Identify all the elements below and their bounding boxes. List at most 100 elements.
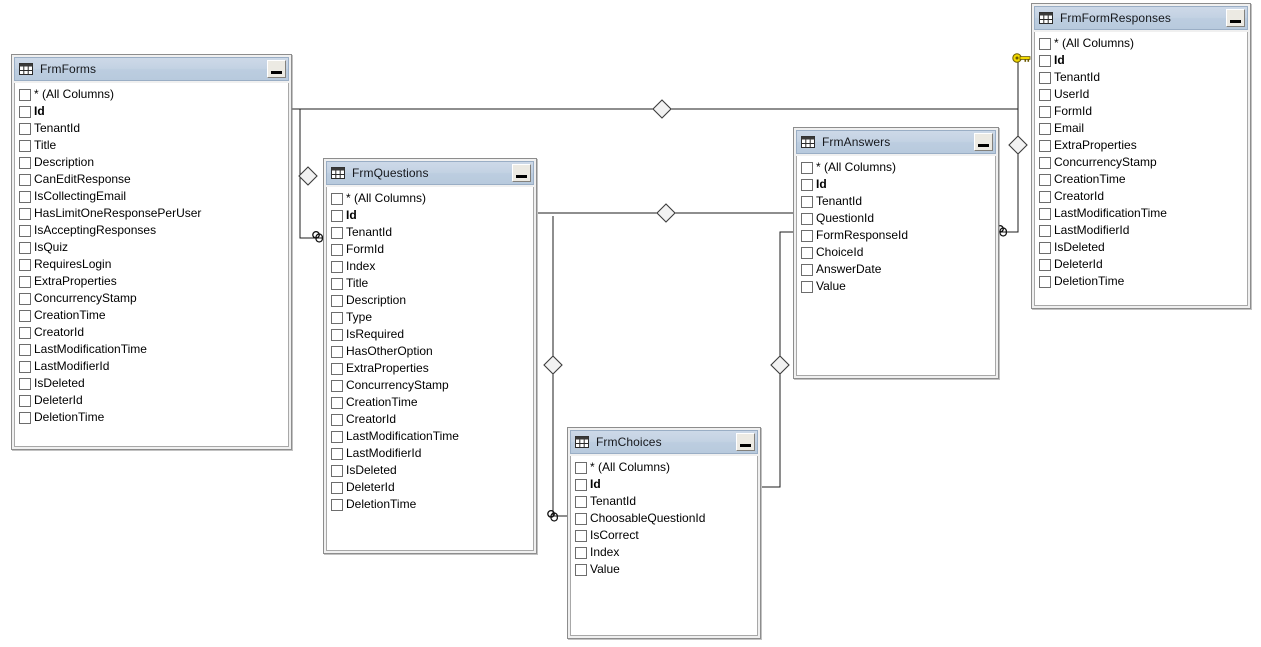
column-row[interactable]: TenantId [575,493,755,510]
column-row[interactable]: Id [19,103,286,120]
column-checkbox[interactable] [1039,71,1051,84]
column-checkbox[interactable] [1039,224,1051,237]
column-row[interactable]: DeletionTime [19,409,286,426]
column-checkbox[interactable] [19,207,31,220]
column-checkbox[interactable] [1039,207,1051,220]
column-checkbox[interactable] [19,360,31,373]
column-row[interactable]: LastModificationTime [331,428,531,445]
column-checkbox[interactable] [801,212,813,225]
column-checkbox[interactable] [801,263,813,276]
column-checkbox[interactable] [331,430,343,443]
column-checkbox[interactable] [801,178,813,191]
column-checkbox[interactable] [1039,88,1051,101]
column-checkbox[interactable] [1039,156,1051,169]
column-checkbox[interactable] [19,88,31,101]
column-checkbox[interactable] [331,192,343,205]
column-checkbox[interactable] [801,161,813,174]
column-checkbox[interactable] [19,224,31,237]
column-row[interactable]: Value [801,278,993,295]
column-checkbox[interactable] [19,326,31,339]
column-checkbox[interactable] [19,394,31,407]
column-row[interactable]: HasOtherOption [331,343,531,360]
column-row[interactable]: Id [1039,52,1245,69]
table-frmquestions[interactable]: FrmQuestions * (All Columns) Id TenantId… [323,158,537,554]
column-row[interactable]: Description [19,154,286,171]
column-row[interactable]: ExtraProperties [331,360,531,377]
column-row[interactable]: DeleterId [19,392,286,409]
column-row[interactable]: CreationTime [331,394,531,411]
column-row[interactable]: DeletionTime [1039,273,1245,290]
column-row[interactable]: CreatorId [331,411,531,428]
column-row[interactable]: IsDeleted [1039,239,1245,256]
minimize-icon[interactable] [267,60,286,78]
column-checkbox[interactable] [331,260,343,273]
column-row[interactable]: Id [575,476,755,493]
column-checkbox[interactable] [19,292,31,305]
column-row[interactable]: IsDeleted [19,375,286,392]
column-row[interactable]: Title [19,137,286,154]
column-row[interactable]: HasLimitOneResponsePerUser [19,205,286,222]
column-row[interactable]: Value [575,561,755,578]
column-row[interactable]: IsDeleted [331,462,531,479]
column-row[interactable]: * (All Columns) [331,190,531,207]
column-row[interactable]: LastModificationTime [1039,205,1245,222]
column-row[interactable]: Id [801,176,993,193]
column-row[interactable]: LastModificationTime [19,341,286,358]
minimize-icon[interactable] [512,164,531,182]
column-row[interactable]: * (All Columns) [19,86,286,103]
column-checkbox[interactable] [1039,241,1051,254]
column-checkbox[interactable] [1039,258,1051,271]
column-checkbox[interactable] [1039,275,1051,288]
column-checkbox[interactable] [19,411,31,424]
column-row[interactable]: LastModifierId [331,445,531,462]
minimize-icon[interactable] [974,133,993,151]
column-checkbox[interactable] [19,139,31,152]
column-checkbox[interactable] [19,241,31,254]
column-row[interactable]: ExtraProperties [19,273,286,290]
column-checkbox[interactable] [1039,122,1051,135]
column-row[interactable]: Id [331,207,531,224]
table-title-bar[interactable]: FrmChoices [570,430,758,454]
column-row[interactable]: FormId [1039,103,1245,120]
column-row[interactable]: Title [331,275,531,292]
column-row[interactable]: AnswerDate [801,261,993,278]
column-row[interactable]: ConcurrencyStamp [331,377,531,394]
column-row[interactable]: * (All Columns) [1039,35,1245,52]
column-row[interactable]: ConcurrencyStamp [1039,154,1245,171]
column-row[interactable]: QuestionId [801,210,993,227]
table-frmformresponses[interactable]: FrmFormResponses * (All Columns) Id Tena… [1031,3,1251,309]
column-row[interactable]: TenantId [331,224,531,241]
column-checkbox[interactable] [575,529,587,542]
column-row[interactable]: TenantId [1039,69,1245,86]
column-row[interactable]: IsQuiz [19,239,286,256]
column-checkbox[interactable] [575,546,587,559]
column-checkbox[interactable] [801,229,813,242]
column-row[interactable]: Type [331,309,531,326]
column-checkbox[interactable] [575,563,587,576]
table-frmchoices[interactable]: FrmChoices * (All Columns) Id TenantId C… [567,427,761,639]
table-frmforms[interactable]: FrmForms * (All Columns) Id TenantId Tit… [11,54,292,450]
column-checkbox[interactable] [331,328,343,341]
table-title-bar[interactable]: FrmForms [14,57,289,81]
column-checkbox[interactable] [19,377,31,390]
column-checkbox[interactable] [1039,37,1051,50]
column-row[interactable]: ExtraProperties [1039,137,1245,154]
column-row[interactable]: Description [331,292,531,309]
table-title-bar[interactable]: FrmFormResponses [1034,6,1248,30]
column-checkbox[interactable] [1039,173,1051,186]
column-checkbox[interactable] [331,379,343,392]
column-checkbox[interactable] [19,173,31,186]
column-checkbox[interactable] [1039,54,1051,67]
column-checkbox[interactable] [331,226,343,239]
column-checkbox[interactable] [19,105,31,118]
column-row[interactable]: UserId [1039,86,1245,103]
column-checkbox[interactable] [331,413,343,426]
column-checkbox[interactable] [575,461,587,474]
column-checkbox[interactable] [575,512,587,525]
column-checkbox[interactable] [331,243,343,256]
minimize-icon[interactable] [1226,9,1245,27]
column-row[interactable]: CanEditResponse [19,171,286,188]
column-checkbox[interactable] [575,495,587,508]
column-row[interactable]: DeleterId [331,479,531,496]
column-checkbox[interactable] [801,246,813,259]
